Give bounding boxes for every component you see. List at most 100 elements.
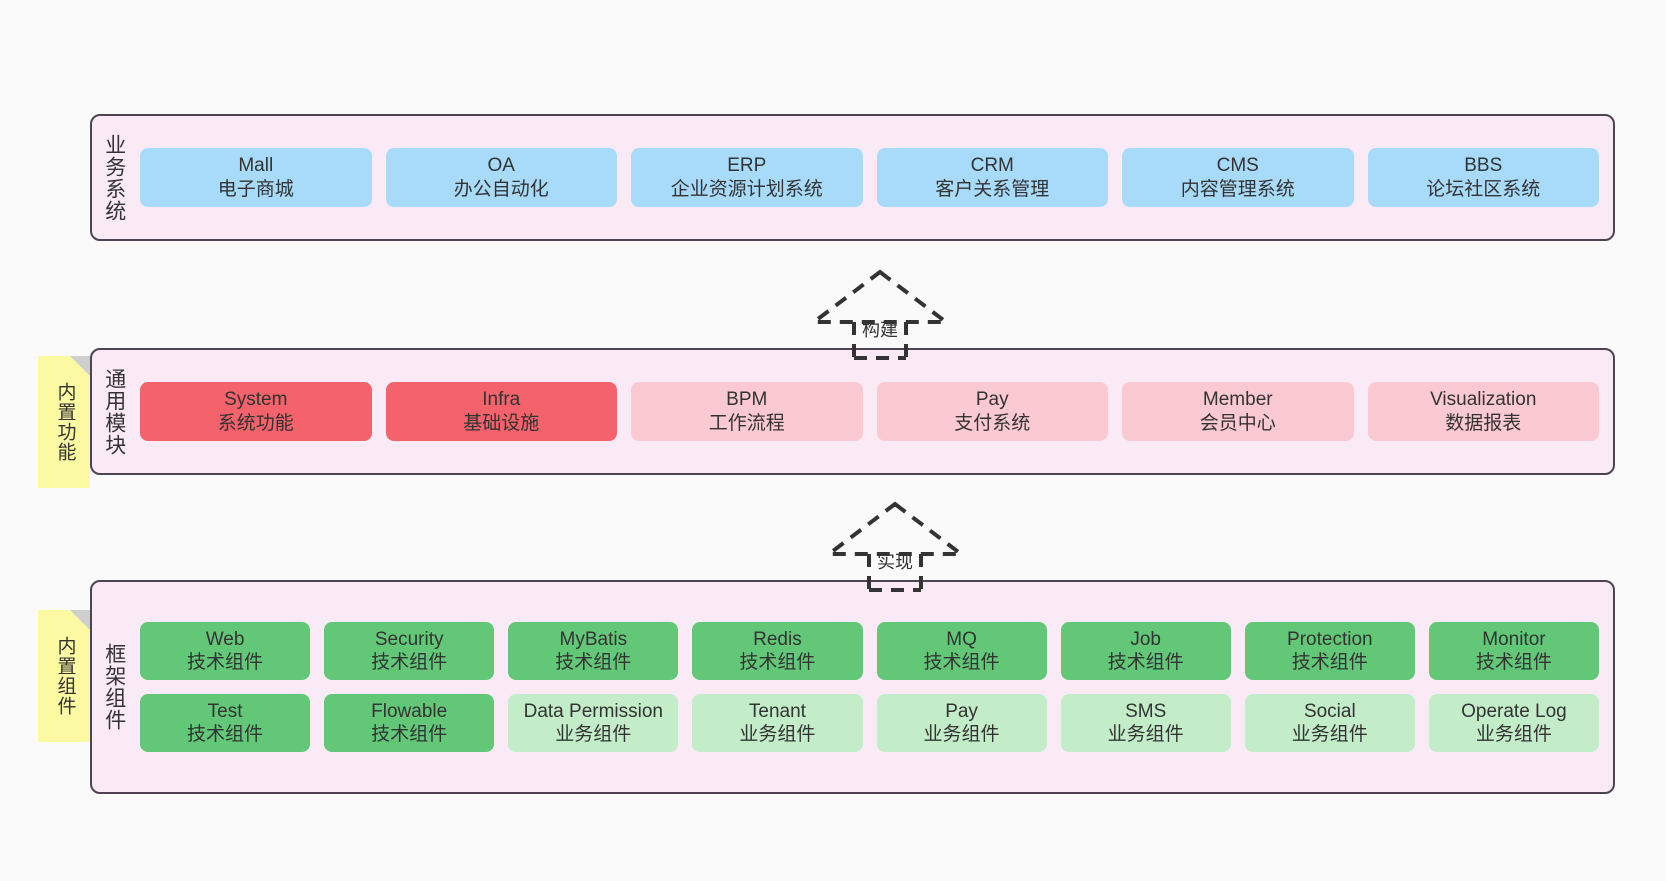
card-member[interactable]: Member 会员中心 bbox=[1122, 382, 1354, 441]
card-subtitle: 基础设施 bbox=[463, 412, 540, 434]
card-visualization[interactable]: Visualization 数据报表 bbox=[1367, 382, 1599, 441]
card-subtitle: 业务组件 bbox=[923, 724, 1000, 746]
card-subtitle: 技术组件 bbox=[555, 651, 632, 673]
card-subtitle: 业务组件 bbox=[739, 724, 816, 746]
card-subtitle: 技术组件 bbox=[371, 651, 448, 673]
layer-title-business-systems: 业务系统 bbox=[102, 133, 126, 222]
card-title: ERP bbox=[727, 155, 767, 177]
card-subtitle: 技术组件 bbox=[923, 651, 1000, 673]
card-title: Pay bbox=[975, 389, 1009, 411]
card-title: Protection bbox=[1287, 628, 1373, 650]
card-title: SMS bbox=[1125, 701, 1167, 722]
card-subtitle: 论坛社区系统 bbox=[1426, 178, 1541, 200]
layer-business-systems: 业务系统 Mall 电子商城 OA 办公自动化 ERP 企业资源计划系统 CRM… bbox=[90, 114, 1615, 241]
card-title: Redis bbox=[753, 628, 802, 650]
card-subtitle: 业务组件 bbox=[1107, 724, 1184, 746]
card-subtitle: 技术组件 bbox=[739, 651, 816, 673]
card-subtitle: 会员中心 bbox=[1199, 412, 1276, 434]
card-subtitle: 技术组件 bbox=[187, 724, 264, 746]
card-subtitle: 支付系统 bbox=[954, 412, 1031, 434]
card-title: BPM bbox=[726, 389, 768, 411]
card-subtitle: 企业资源计划系统 bbox=[670, 178, 823, 200]
card-title: BBS bbox=[1464, 155, 1503, 177]
fold-corner-icon bbox=[70, 610, 90, 630]
card-title: Infra bbox=[482, 389, 521, 411]
card-title: Security bbox=[374, 628, 444, 650]
card-operate-log[interactable]: Operate Log 业务组件 bbox=[1428, 694, 1599, 753]
card-security[interactable]: Security 技术组件 bbox=[324, 621, 495, 680]
card-pay-module[interactable]: Pay 支付系统 bbox=[876, 382, 1108, 441]
fold-corner-icon bbox=[70, 356, 90, 376]
layer-framework-components: 框架组件 Web 技术组件 Security 技术组件 MyBatis 技术组件… bbox=[90, 580, 1615, 794]
card-title: MQ bbox=[946, 628, 977, 650]
card-row: Test 技术组件 Flowable 技术组件 Data Permission … bbox=[140, 694, 1599, 753]
sticky-note-label: 内置组件 bbox=[54, 636, 76, 716]
card-subtitle: 业务组件 bbox=[1475, 724, 1552, 746]
card-title: Test bbox=[207, 701, 243, 722]
card-subtitle: 办公自动化 bbox=[453, 178, 549, 200]
card-row: Web 技术组件 Security 技术组件 MyBatis 技术组件 Redi… bbox=[140, 621, 1599, 680]
sticky-note-builtin-components: 内置组件 bbox=[38, 610, 90, 742]
card-title: CRM bbox=[970, 155, 1014, 177]
card-mybatis[interactable]: MyBatis 技术组件 bbox=[508, 621, 679, 680]
card-infra[interactable]: Infra 基础设施 bbox=[385, 382, 617, 441]
card-subtitle: 技术组件 bbox=[1475, 651, 1552, 673]
card-subtitle: 技术组件 bbox=[1291, 651, 1368, 673]
card-job[interactable]: Job 技术组件 bbox=[1060, 621, 1231, 680]
card-title: Job bbox=[1130, 628, 1161, 650]
card-monitor[interactable]: Monitor 技术组件 bbox=[1428, 621, 1599, 680]
card-data-permission[interactable]: Data Permission 业务组件 bbox=[508, 694, 679, 753]
layer-title-common-modules: 通用模块 bbox=[102, 367, 126, 456]
card-oa[interactable]: OA 办公自动化 bbox=[385, 148, 617, 207]
card-crm[interactable]: CRM 客户关系管理 bbox=[876, 148, 1108, 207]
connector-build: 构建 bbox=[800, 268, 960, 360]
card-row: Mall 电子商城 OA 办公自动化 ERP 企业资源计划系统 CRM 客户关系… bbox=[140, 148, 1599, 207]
card-cms[interactable]: CMS 内容管理系统 bbox=[1122, 148, 1354, 207]
card-web[interactable]: Web 技术组件 bbox=[140, 621, 311, 680]
layer-common-modules: 通用模块 System 系统功能 Infra 基础设施 BPM 工作流程 Pay… bbox=[90, 348, 1615, 475]
card-subtitle: 技术组件 bbox=[1107, 651, 1184, 673]
sticky-note-label: 内置功能 bbox=[54, 382, 76, 462]
card-subtitle: 业务组件 bbox=[1291, 724, 1368, 746]
arrowhead-triangle bbox=[808, 269, 952, 324]
card-mq[interactable]: MQ 技术组件 bbox=[876, 621, 1047, 680]
card-subtitle: 工作流程 bbox=[708, 412, 785, 434]
card-title: Monitor bbox=[1482, 628, 1546, 650]
card-erp[interactable]: ERP 企业资源计划系统 bbox=[631, 148, 863, 207]
sticky-note-builtin-features: 内置功能 bbox=[38, 356, 90, 488]
card-subtitle: 技术组件 bbox=[371, 724, 448, 746]
card-flowable[interactable]: Flowable 技术组件 bbox=[324, 694, 495, 753]
connector-implement: 实现 bbox=[815, 500, 975, 592]
card-redis[interactable]: Redis 技术组件 bbox=[692, 621, 863, 680]
card-subtitle: 系统功能 bbox=[217, 412, 294, 434]
card-mall[interactable]: Mall 电子商城 bbox=[140, 148, 372, 207]
layer-body-framework-components: Web 技术组件 Security 技术组件 MyBatis 技术组件 Redi… bbox=[136, 582, 1613, 792]
card-system[interactable]: System 系统功能 bbox=[140, 382, 372, 441]
card-title: Pay bbox=[945, 701, 978, 722]
card-subtitle: 技术组件 bbox=[187, 651, 264, 673]
card-protection[interactable]: Protection 技术组件 bbox=[1244, 621, 1415, 680]
card-test[interactable]: Test 技术组件 bbox=[140, 694, 311, 753]
card-subtitle: 客户关系管理 bbox=[935, 178, 1050, 200]
card-title: System bbox=[224, 389, 288, 411]
card-social[interactable]: Social 业务组件 bbox=[1244, 694, 1415, 753]
card-bbs[interactable]: BBS 论坛社区系统 bbox=[1367, 148, 1599, 207]
layer-body-business-systems: Mall 电子商城 OA 办公自动化 ERP 企业资源计划系统 CRM 客户关系… bbox=[136, 116, 1613, 239]
card-subtitle: 电子商城 bbox=[217, 178, 294, 200]
card-pay-component[interactable]: Pay 业务组件 bbox=[876, 694, 1047, 753]
card-title: Flowable bbox=[371, 701, 448, 722]
card-tenant[interactable]: Tenant 业务组件 bbox=[692, 694, 863, 753]
card-row: System 系统功能 Infra 基础设施 BPM 工作流程 Pay 支付系统… bbox=[140, 382, 1599, 441]
card-title: OA bbox=[487, 155, 515, 177]
card-title: Operate Log bbox=[1461, 701, 1567, 722]
card-title: CMS bbox=[1216, 155, 1259, 177]
card-sms[interactable]: SMS 业务组件 bbox=[1060, 694, 1231, 753]
card-bpm[interactable]: BPM 工作流程 bbox=[631, 382, 863, 441]
card-subtitle: 业务组件 bbox=[555, 724, 632, 746]
card-title: Data Permission bbox=[523, 701, 663, 722]
card-title: Social bbox=[1303, 701, 1356, 722]
card-subtitle: 内容管理系统 bbox=[1180, 178, 1295, 200]
layer-body-common-modules: System 系统功能 Infra 基础设施 BPM 工作流程 Pay 支付系统… bbox=[136, 350, 1613, 473]
card-title: Tenant bbox=[748, 701, 806, 722]
